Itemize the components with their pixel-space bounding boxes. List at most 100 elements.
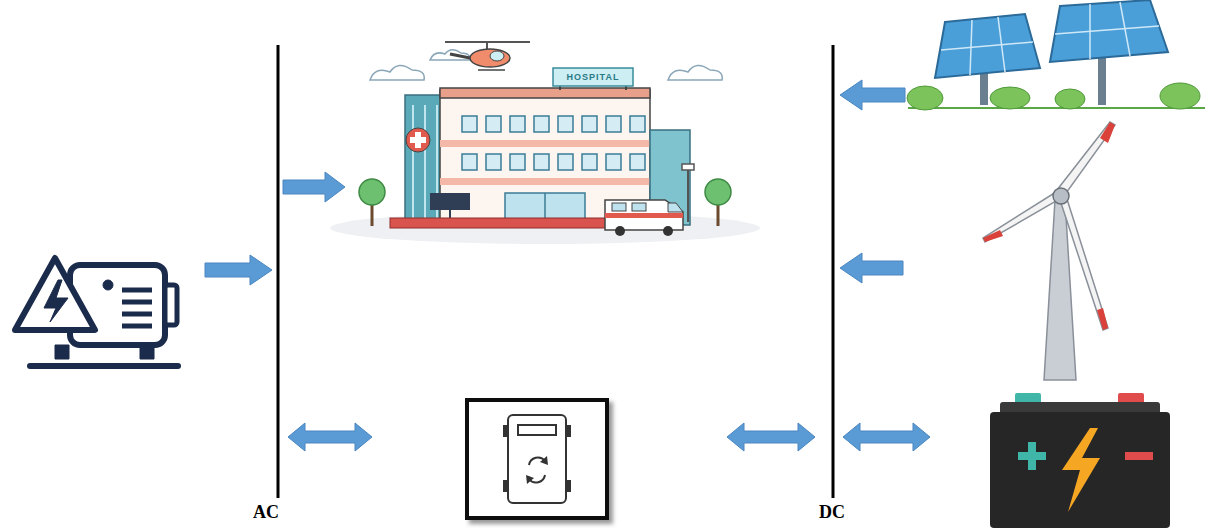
converter-box xyxy=(467,400,607,518)
solar-panels xyxy=(941,42,1033,50)
generator-icon xyxy=(122,312,152,317)
converter-box xyxy=(503,480,508,492)
converter-box xyxy=(503,425,508,437)
solar-panels xyxy=(907,86,943,110)
bus-label: AC xyxy=(253,502,279,523)
solar-panels xyxy=(907,0,1205,110)
hospital-illustration xyxy=(470,49,510,67)
hospital-illustration xyxy=(359,179,385,205)
generator-icon xyxy=(15,258,178,366)
battery-icon xyxy=(990,393,1170,528)
hospital-illustration xyxy=(410,137,426,143)
hospital-illustration xyxy=(687,170,689,222)
hospital-illustration xyxy=(370,65,424,80)
hospital-illustration xyxy=(430,50,470,60)
hospital-illustration xyxy=(558,154,573,170)
solar-panels xyxy=(908,107,1205,109)
converter-box xyxy=(467,400,607,518)
hospital-illustration xyxy=(630,116,645,132)
hospital-illustration xyxy=(486,154,501,170)
flow-arrow xyxy=(288,423,372,451)
hospital-illustration xyxy=(582,154,597,170)
converter-box xyxy=(566,425,571,437)
hospital-illustration xyxy=(440,178,650,185)
wind-turbine xyxy=(1060,196,1108,330)
generator-icon xyxy=(15,258,95,330)
bus-label: DC xyxy=(819,502,845,523)
sign-text: HOSPITAL xyxy=(553,68,633,86)
solar-panels xyxy=(1050,0,1168,62)
hospital-illustration xyxy=(330,42,760,244)
hospital-illustration xyxy=(606,116,621,132)
solar-panels xyxy=(941,2,1159,75)
generator-icon xyxy=(55,345,69,359)
hospital-illustration xyxy=(632,203,646,211)
generator-icon xyxy=(30,363,178,369)
generator-icon xyxy=(122,288,152,293)
hospital-illustration xyxy=(406,128,430,152)
hospital-illustration xyxy=(440,90,650,225)
hospital-illustration xyxy=(462,154,477,170)
hospital-illustration xyxy=(682,164,694,170)
hospital-illustration xyxy=(390,218,610,228)
hospital-illustration xyxy=(605,200,683,230)
flow-arrow xyxy=(840,80,905,110)
hospital-illustration xyxy=(490,51,504,61)
hospital-illustration xyxy=(430,193,470,210)
hospital-illustration xyxy=(450,54,470,58)
dc-bus-line xyxy=(832,45,835,498)
wind-turbine xyxy=(1053,188,1069,204)
hospital-illustration xyxy=(440,140,650,147)
wind-turbine xyxy=(983,122,1115,380)
converter-box xyxy=(540,456,548,465)
generator-icon xyxy=(122,300,152,305)
generator-icon xyxy=(165,285,177,325)
hospital-illustration xyxy=(478,69,505,71)
solar-panels xyxy=(1055,89,1085,109)
generator-icon xyxy=(44,280,68,322)
battery-icon xyxy=(1028,442,1036,470)
hospital-illustration xyxy=(615,226,625,236)
flow-arrow xyxy=(840,253,903,283)
solar-panels xyxy=(935,14,1040,78)
hospital-illustration xyxy=(534,116,549,132)
hospital-illustration xyxy=(705,179,731,205)
hospital-illustration xyxy=(370,50,722,80)
hospital-illustration xyxy=(486,116,501,132)
hospital-illustration xyxy=(558,116,573,132)
dc-bus-line xyxy=(833,45,834,498)
hospital-illustration xyxy=(462,116,645,170)
ac-bus-line xyxy=(278,45,279,498)
hospital-illustration xyxy=(553,68,633,86)
converter-box xyxy=(566,480,571,492)
hospital-illustration xyxy=(462,116,477,132)
hospital-illustration xyxy=(630,154,645,170)
converter-box xyxy=(526,475,534,484)
hospital-illustration xyxy=(510,154,525,170)
converter-box xyxy=(508,415,566,503)
hospital-illustration xyxy=(534,154,549,170)
wind-turbine xyxy=(1057,122,1115,196)
solar-panels xyxy=(1055,26,1159,34)
flow-arrow xyxy=(205,255,272,285)
hospital-illustration xyxy=(424,105,426,220)
flow-arrow xyxy=(843,423,930,451)
battery-icon xyxy=(1062,428,1100,512)
flow-arrow xyxy=(727,423,815,451)
hospital-illustration xyxy=(412,105,414,220)
battery-icon xyxy=(990,412,1170,528)
generator-icon xyxy=(140,345,154,359)
solar-panels xyxy=(907,83,1200,110)
hospital-illustration xyxy=(668,203,683,212)
hospital-illustration xyxy=(612,203,626,211)
wind-turbine xyxy=(983,192,1058,242)
ac-bus-line xyxy=(277,45,280,498)
battery-icon xyxy=(1125,452,1153,460)
hospital-illustration xyxy=(668,65,722,80)
solar-panels xyxy=(990,87,1030,109)
generator-icon xyxy=(103,280,113,290)
wind-turbine xyxy=(1097,308,1108,330)
hospital-illustration xyxy=(605,213,683,218)
hospital-illustration xyxy=(606,154,621,170)
